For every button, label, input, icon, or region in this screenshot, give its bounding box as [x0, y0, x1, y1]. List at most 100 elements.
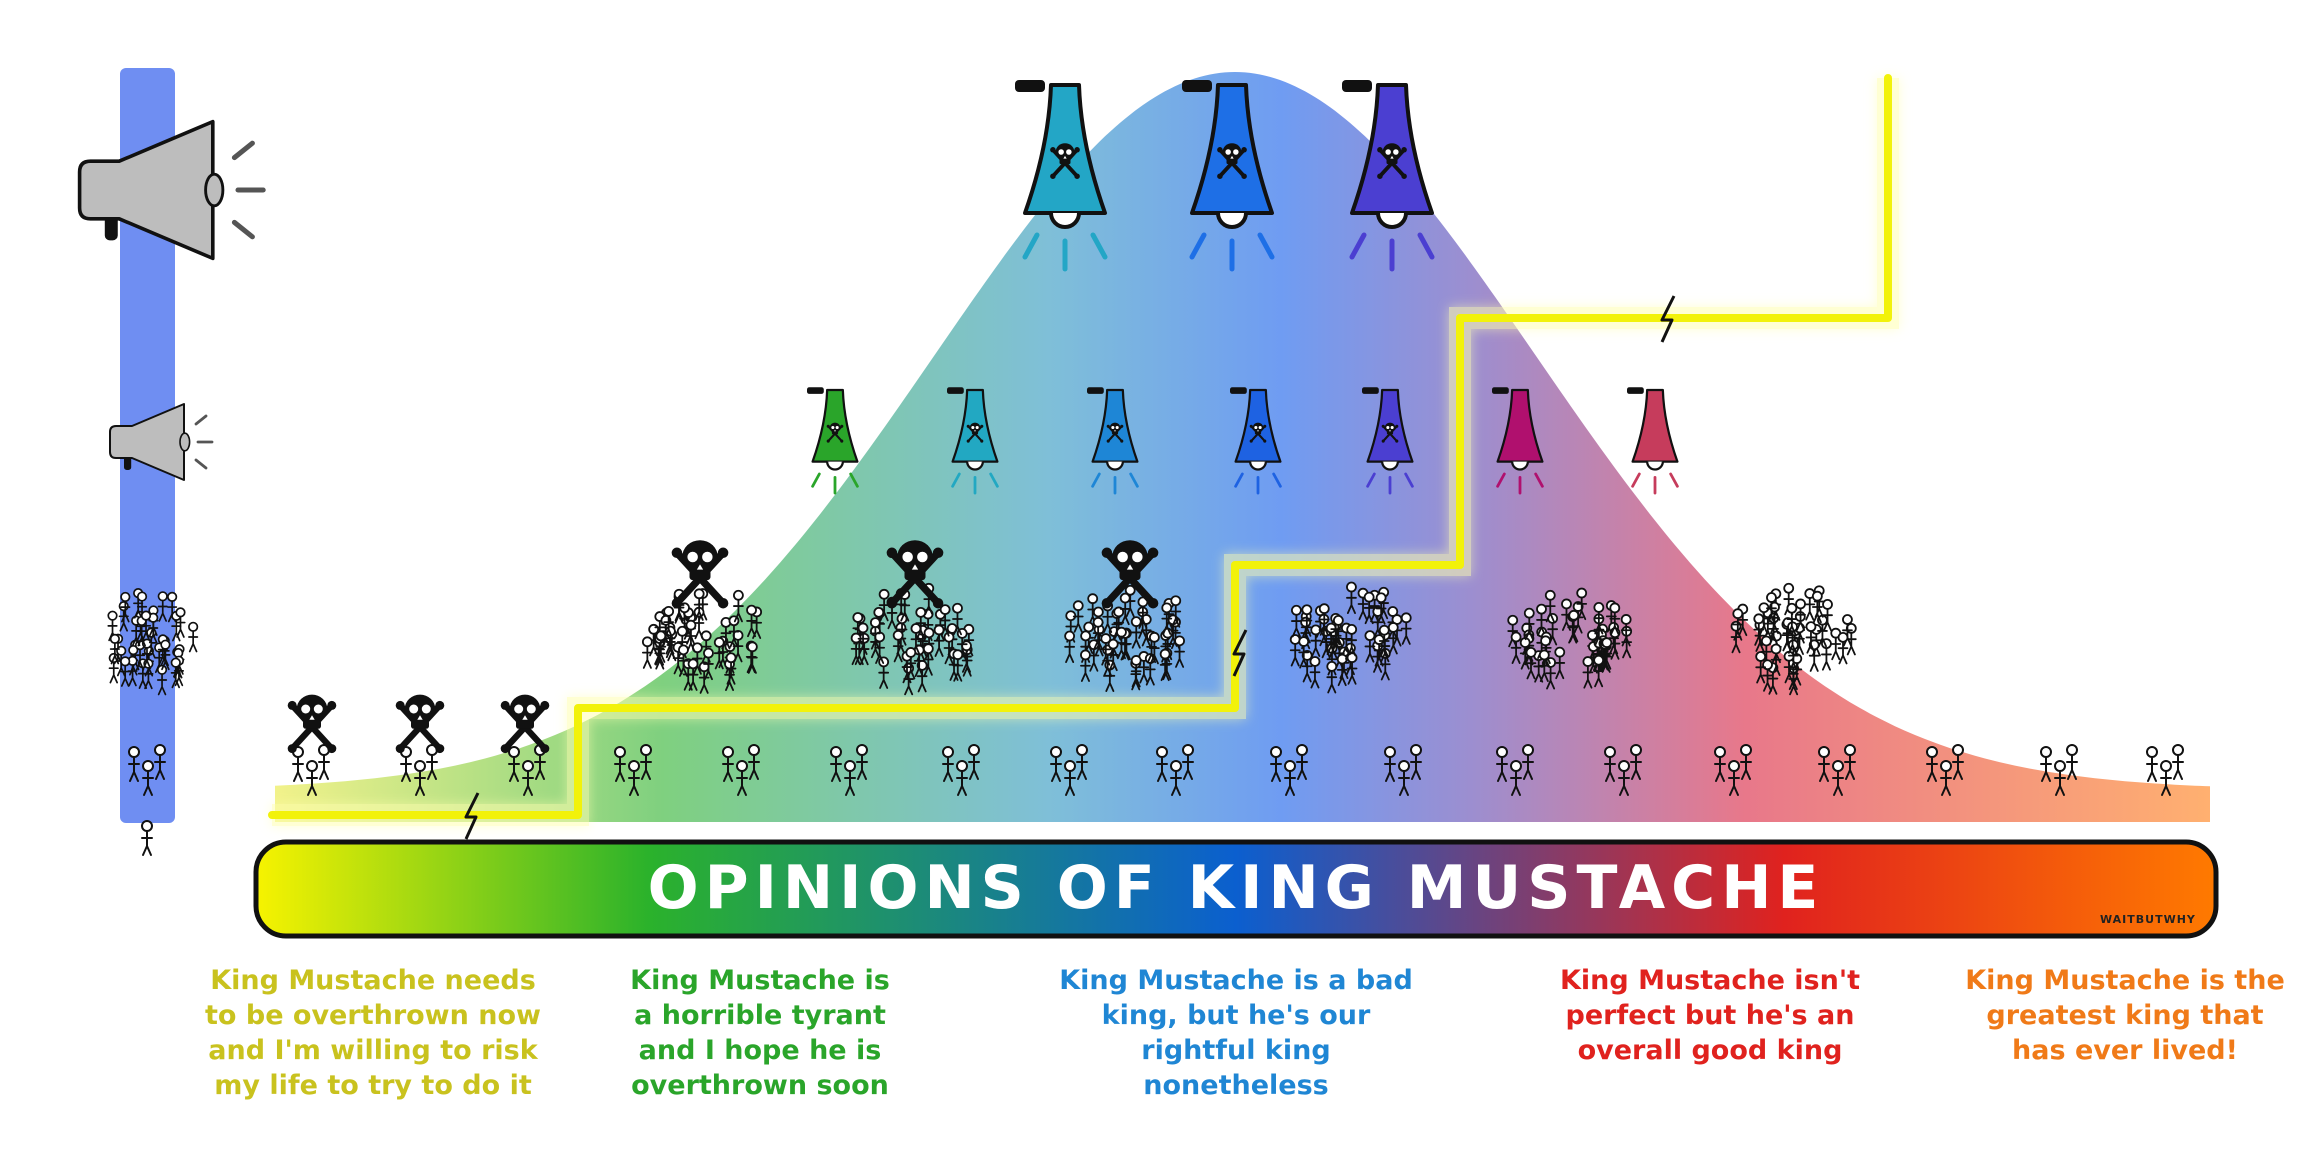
- stick-figure-icon: [160, 639, 171, 671]
- stick-figure-icon: [1100, 633, 1112, 666]
- stick-figure-icon: [2066, 744, 2078, 780]
- stick-figure-icon: [1159, 648, 1171, 682]
- stick-figure-icon: [1309, 656, 1321, 689]
- stick-figure-icon: [1130, 655, 1142, 688]
- stick-figure-icon: [1769, 601, 1780, 635]
- alarm-bell-icon: [807, 387, 859, 495]
- crowd-cluster: [107, 588, 199, 696]
- stick-figure-icon: [414, 760, 426, 796]
- people-trio: [1156, 744, 1194, 796]
- alarm-bell-icon: [947, 387, 999, 495]
- megaphone-icon: [77, 119, 266, 261]
- skull-crossbones-icon: [1381, 422, 1399, 443]
- stick-figure-icon: [748, 744, 760, 780]
- alarm-bell-icon: [1087, 387, 1139, 495]
- stick-figure-icon: [1604, 746, 1616, 782]
- skull-crossbones-icon: [886, 540, 944, 609]
- stick-figure-icon: [641, 636, 653, 669]
- people-trio: [1496, 744, 1534, 796]
- stick-figure-icon: [1161, 602, 1173, 635]
- stick-figure-icon: [1375, 592, 1387, 625]
- stick-figure-icon: [1714, 746, 1726, 782]
- stick-figure-icon: [1318, 603, 1330, 636]
- skull-crossbones-icon: [287, 694, 337, 754]
- stick-figure-icon: [522, 760, 534, 796]
- skull-crossbones-icon: [1106, 422, 1124, 443]
- stick-figure-icon: [1952, 744, 1964, 780]
- opinion-caption-5: King Mustache is the greatest king that …: [1965, 965, 2285, 1066]
- alarm-bell-icon: [1230, 387, 1282, 495]
- people-trio: [1714, 744, 1752, 796]
- stick-figure-icon: [1522, 744, 1534, 780]
- skull-crossbones-icon: [671, 540, 729, 609]
- stick-figure-icon: [140, 610, 152, 642]
- stick-figure-icon: [856, 744, 868, 780]
- crowd-cluster: [850, 582, 975, 696]
- crowd-cluster: [1064, 584, 1185, 693]
- stick-figure-icon: [1148, 631, 1160, 665]
- stick-figure-icon: [157, 591, 168, 622]
- stick-figure-icon: [120, 591, 131, 623]
- stick-figure-icon: [1593, 654, 1605, 688]
- stick-figure-icon: [1174, 635, 1185, 668]
- stick-figure-icon: [1363, 591, 1375, 625]
- stick-figure-icon: [1156, 746, 1168, 782]
- stick-figure-icon: [1378, 624, 1390, 658]
- stick-figure-icon: [1822, 599, 1833, 632]
- stick-figure-icon: [142, 760, 154, 796]
- stick-figure-icon: [1496, 746, 1508, 782]
- stick-figure-icon: [1536, 603, 1547, 637]
- stick-figure-icon: [508, 746, 520, 782]
- stick-figure-icon: [1124, 584, 1136, 618]
- stick-figure-icon: [1525, 646, 1537, 680]
- stick-figure-icon: [1618, 760, 1630, 796]
- stick-figure-icon: [188, 621, 199, 653]
- stick-figure-icon: [1561, 598, 1572, 631]
- stick-figure-icon: [1837, 631, 1849, 665]
- stick-figure-icon: [952, 602, 963, 636]
- stick-figure-icon: [1346, 581, 1357, 615]
- stick-figure-icon: [1510, 631, 1522, 665]
- opinion-spectrum-bar: [253, 839, 2219, 939]
- stick-figure-icon: [933, 624, 945, 657]
- stick-figure-icon: [640, 744, 652, 780]
- stick-figure-icon: [1346, 623, 1358, 657]
- stick-figure-icon: [154, 744, 166, 780]
- stick-figure-icon: [1818, 746, 1830, 782]
- credit-watermark: WAITBUTWHY: [2100, 913, 2196, 926]
- stick-figure-icon: [1813, 585, 1825, 618]
- stick-figure-icon: [655, 630, 667, 663]
- stick-figure-icon: [713, 636, 725, 670]
- stick-figure-icon: [1064, 760, 1076, 796]
- stick-figure-icon: [905, 647, 917, 680]
- stick-figure-icon: [1301, 604, 1313, 637]
- stick-figure-icon: [109, 633, 120, 665]
- stick-figure-icon: [1568, 609, 1580, 643]
- stick-figure-icon: [2040, 746, 2052, 782]
- stick-figure-icon: [830, 746, 842, 782]
- stick-figure-icon: [736, 760, 748, 796]
- people-trio: [1384, 744, 1422, 796]
- stick-figure-icon: [1107, 638, 1119, 672]
- crowd-cluster: [1507, 587, 1633, 690]
- stick-figure-icon: [1940, 760, 1952, 796]
- stick-figure-icon: [1753, 613, 1765, 646]
- stick-figure-icon: [663, 605, 675, 639]
- stick-figure-icon: [2146, 746, 2158, 782]
- people-trio: [2146, 744, 2184, 796]
- stick-figure-icon: [722, 746, 734, 782]
- stick-figure-icon: [1770, 643, 1782, 676]
- stick-figure-icon: [136, 591, 148, 623]
- stick-figure-icon: [1325, 622, 1337, 656]
- stick-figure-icon: [850, 632, 862, 666]
- stick-figure-icon: [175, 607, 186, 638]
- people-trio: [722, 744, 760, 796]
- skull-crossbones-icon: [826, 422, 844, 443]
- stick-figure-icon: [1740, 744, 1752, 780]
- stick-figure-icon: [1507, 614, 1519, 648]
- lightning-bolt-icon: [1660, 295, 1676, 343]
- stick-figure-icon: [939, 604, 951, 637]
- megaphone-icon: [108, 402, 214, 482]
- stick-figure-icon: [1170, 760, 1182, 796]
